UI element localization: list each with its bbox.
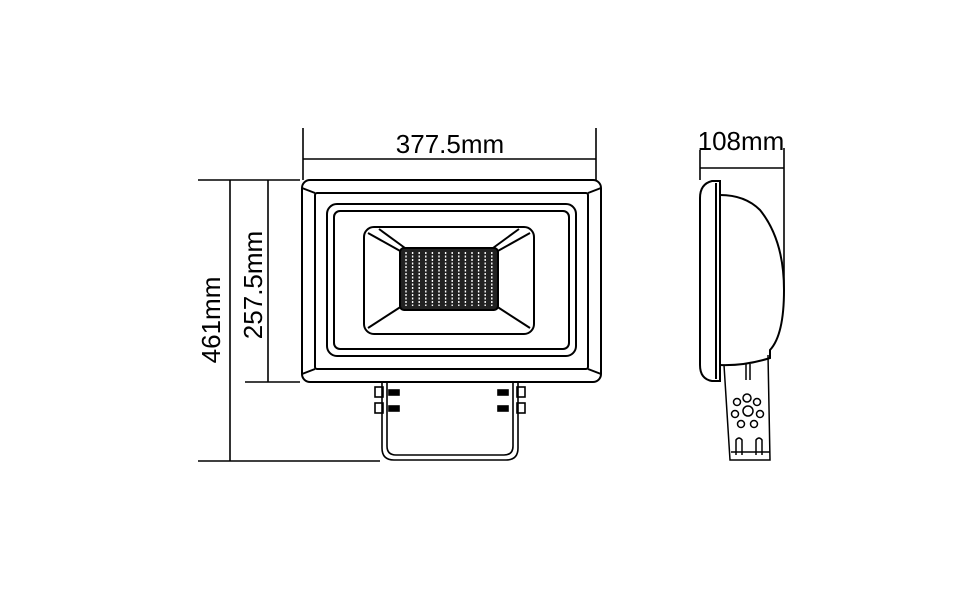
mounting-bracket bbox=[374, 382, 526, 461]
total-height-dimension: 461mm bbox=[196, 179, 380, 462]
body-height-label: 257.5mm bbox=[238, 231, 268, 339]
reflector-lines bbox=[367, 228, 531, 329]
side-bracket bbox=[723, 354, 771, 461]
side-view bbox=[699, 180, 786, 461]
led-array bbox=[399, 247, 499, 311]
width-label: 377.5mm bbox=[396, 129, 504, 159]
body-height-dimension: 257.5mm bbox=[238, 180, 300, 383]
depth-dimension: 108mm bbox=[698, 126, 785, 290]
depth-label: 108mm bbox=[698, 126, 785, 156]
total-height-label: 461mm bbox=[196, 277, 226, 364]
front-view bbox=[301, 179, 602, 461]
width-dimension: 377.5mm bbox=[302, 128, 597, 180]
